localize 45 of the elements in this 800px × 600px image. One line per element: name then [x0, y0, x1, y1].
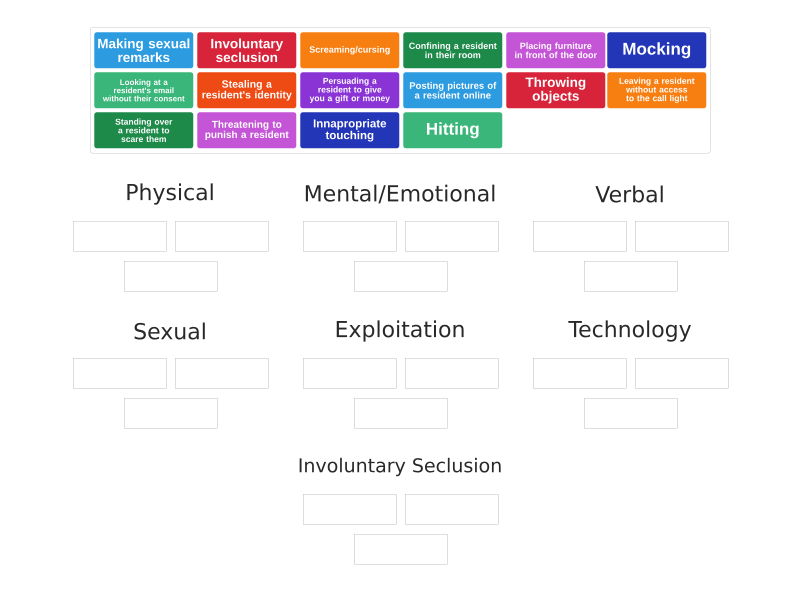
category-heading: Mental/Emotional [306, 184, 494, 204]
answer-tile: Placing furniture in front of the door [506, 32, 606, 68]
drop-slot [584, 398, 678, 429]
answer-tile: Involuntary seclusion [197, 32, 296, 68]
answer-tile: Persuading a resident to give you a gift or money [300, 72, 400, 108]
drop-slot [73, 221, 167, 252]
answer-tile: Mocking [607, 32, 706, 68]
answer-tile: Innapropriate touching [300, 112, 400, 148]
answer-tile: Posting pictures of a resident online [403, 72, 502, 108]
answer-tile: Leaving a resident without access to the call light [607, 72, 706, 108]
category-heading: Involuntary Seclusion [300, 458, 501, 476]
tile-tray [90, 27, 711, 154]
drop-slot [635, 221, 729, 252]
category-heading: Physical [127, 183, 213, 205]
answer-tile: Hitting [403, 112, 502, 148]
drop-slot [405, 221, 499, 252]
drop-slot [584, 261, 678, 292]
category-heading: Sexual [134, 322, 205, 340]
answer-tile: Making sexual remarks [94, 32, 194, 68]
answer-tile: Standing over a resident to scare them [94, 112, 194, 148]
drop-slot [354, 398, 448, 429]
answer-tile: Confining a resident in their room [403, 32, 502, 68]
category-heading: Verbal [595, 186, 663, 203]
drop-slot [303, 494, 397, 525]
drop-slot [73, 358, 167, 389]
drop-slot [533, 221, 627, 252]
drop-slot [124, 261, 218, 292]
drop-slot [635, 358, 729, 389]
drop-slot [354, 261, 448, 292]
drop-slot [405, 358, 499, 389]
answer-tile: Screaming/cursing [300, 32, 400, 68]
drop-slot [175, 358, 269, 389]
category-heading: Technology [568, 320, 691, 342]
drop-slot [124, 398, 218, 429]
answer-tile: Stealing a resident's identity [197, 72, 296, 108]
drop-slot [354, 534, 448, 565]
answer-tile: Throwing objects [506, 72, 606, 108]
drop-slot [303, 221, 397, 252]
category-heading: Exploitation [336, 320, 464, 342]
drop-slot [175, 221, 269, 252]
answer-tile: Looking at a resident's email without their consent [94, 72, 194, 108]
answer-tile: Threatening to punish a resident [197, 112, 296, 148]
drop-slot [405, 494, 499, 525]
drop-slot [533, 358, 627, 389]
drop-slot [303, 358, 397, 389]
